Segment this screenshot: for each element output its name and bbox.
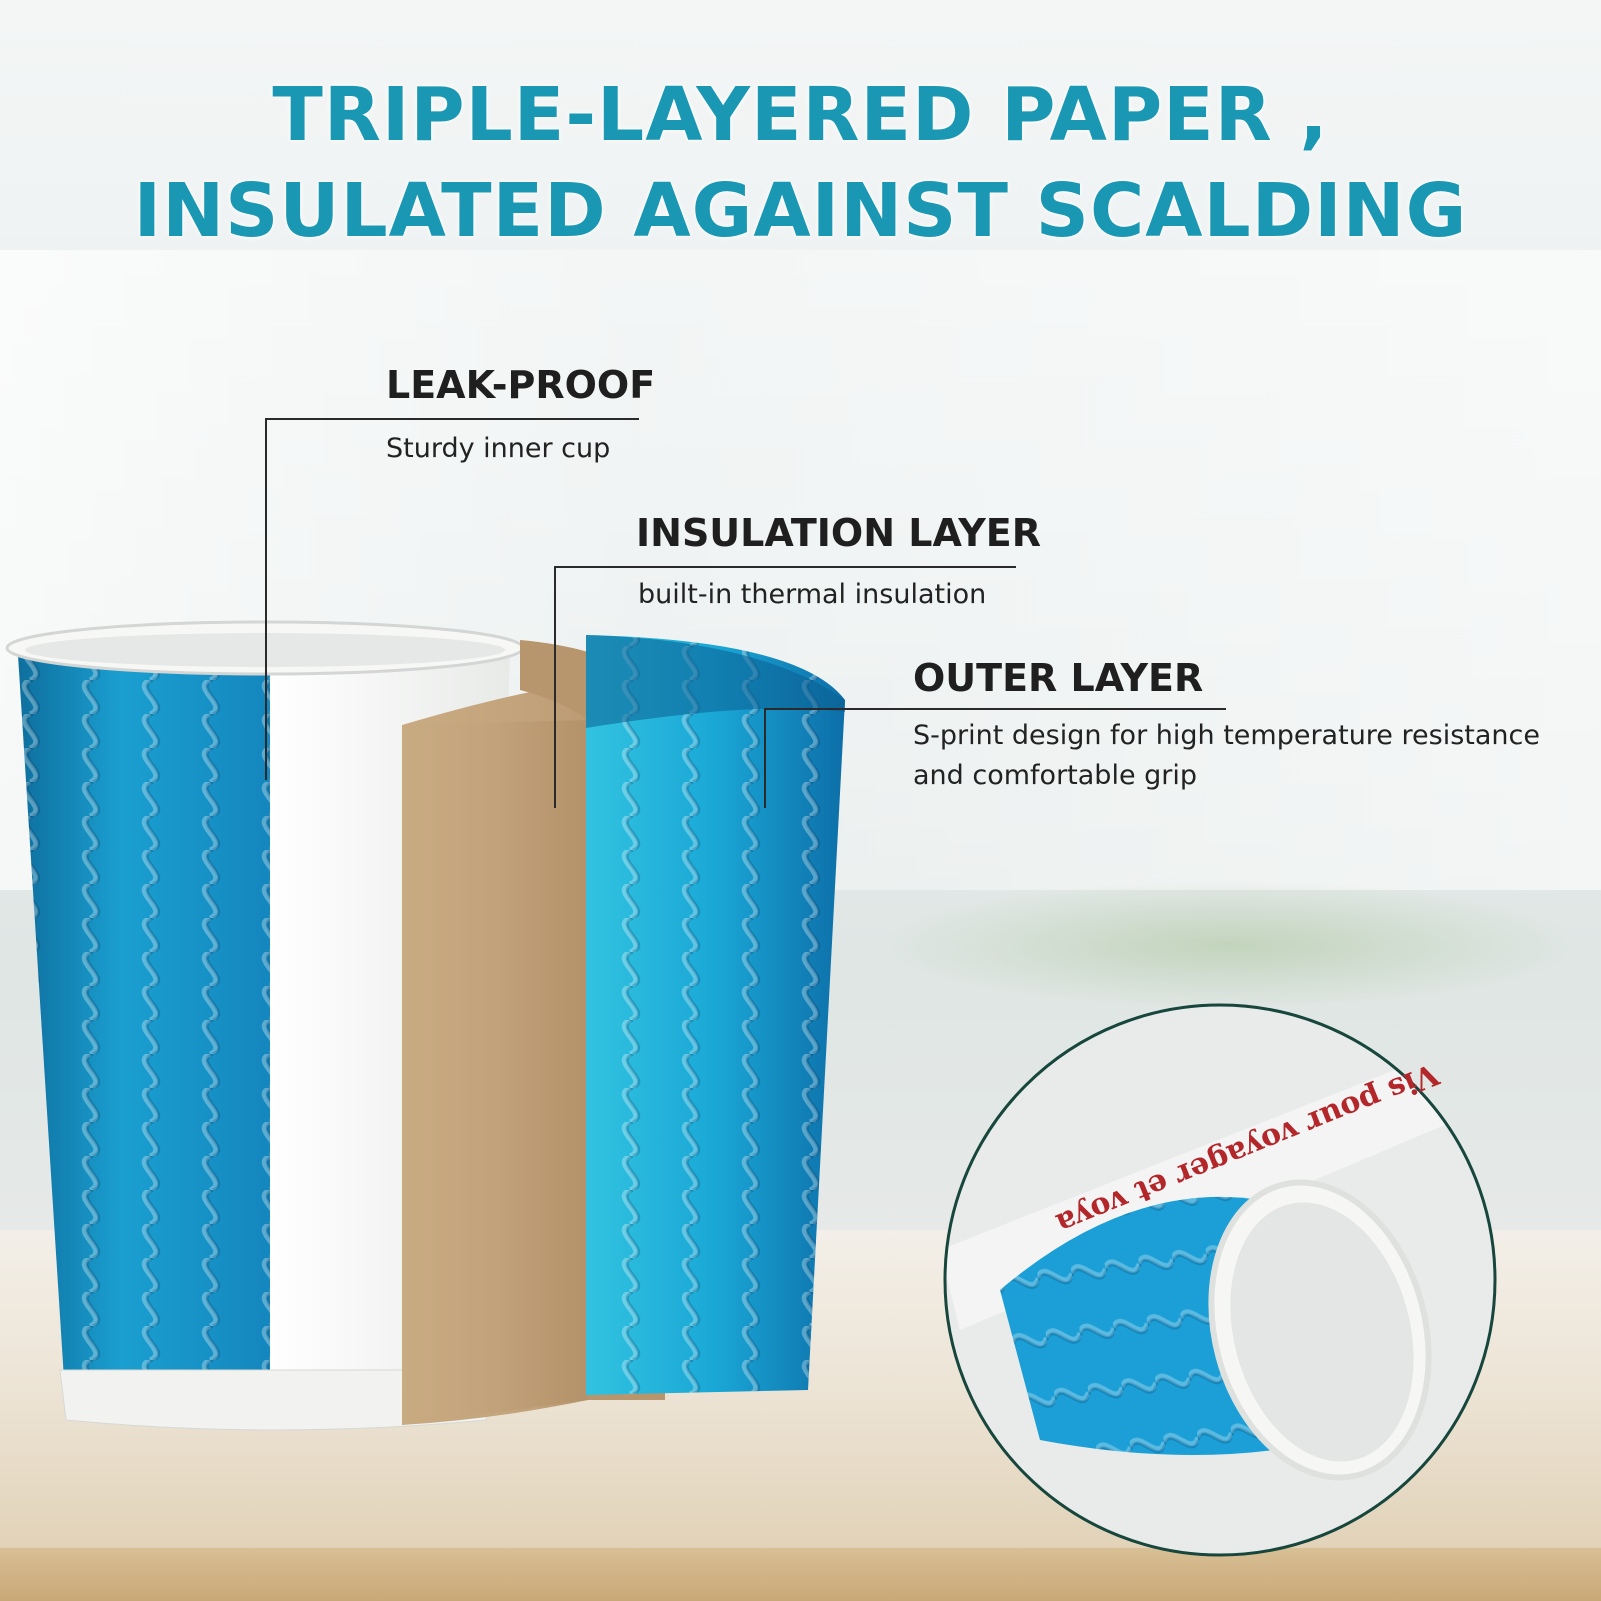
outer-layer-sheet bbox=[586, 635, 845, 1395]
callout-insulation-description: built-in thermal insulation bbox=[638, 579, 987, 610]
callout-insulation-pointer bbox=[554, 566, 556, 808]
callout-leak-proof-title: LEAK-PROOF bbox=[386, 363, 656, 407]
callout-insulation-underline bbox=[554, 566, 1016, 568]
detail-inset-border bbox=[943, 1003, 1497, 1557]
callout-outer-layer-description-line-2: and comfortable grip bbox=[913, 760, 1198, 791]
headline-line-2: INSULATED AGAINST SCALDING bbox=[133, 168, 1468, 254]
table-edge bbox=[0, 1548, 1601, 1601]
background-foliage-blur bbox=[880, 880, 1580, 1010]
callout-leak-proof-pointer bbox=[265, 418, 267, 780]
headline-line-1: TRIPLE-LAYERED PAPER , bbox=[272, 72, 1329, 158]
callout-insulation-title: INSULATION LAYER bbox=[636, 511, 1041, 555]
callout-outer-layer-underline bbox=[764, 708, 1226, 710]
callout-leak-proof-description: Sturdy inner cup bbox=[386, 433, 611, 464]
callout-outer-layer-description-line-1: S-print design for high temperature resi… bbox=[913, 720, 1540, 751]
callout-leak-proof-underline bbox=[265, 418, 639, 420]
detail-inset bbox=[945, 1005, 1495, 1555]
callout-outer-layer-pointer bbox=[764, 708, 766, 808]
callout-outer-layer-title: OUTER LAYER bbox=[913, 656, 1204, 700]
